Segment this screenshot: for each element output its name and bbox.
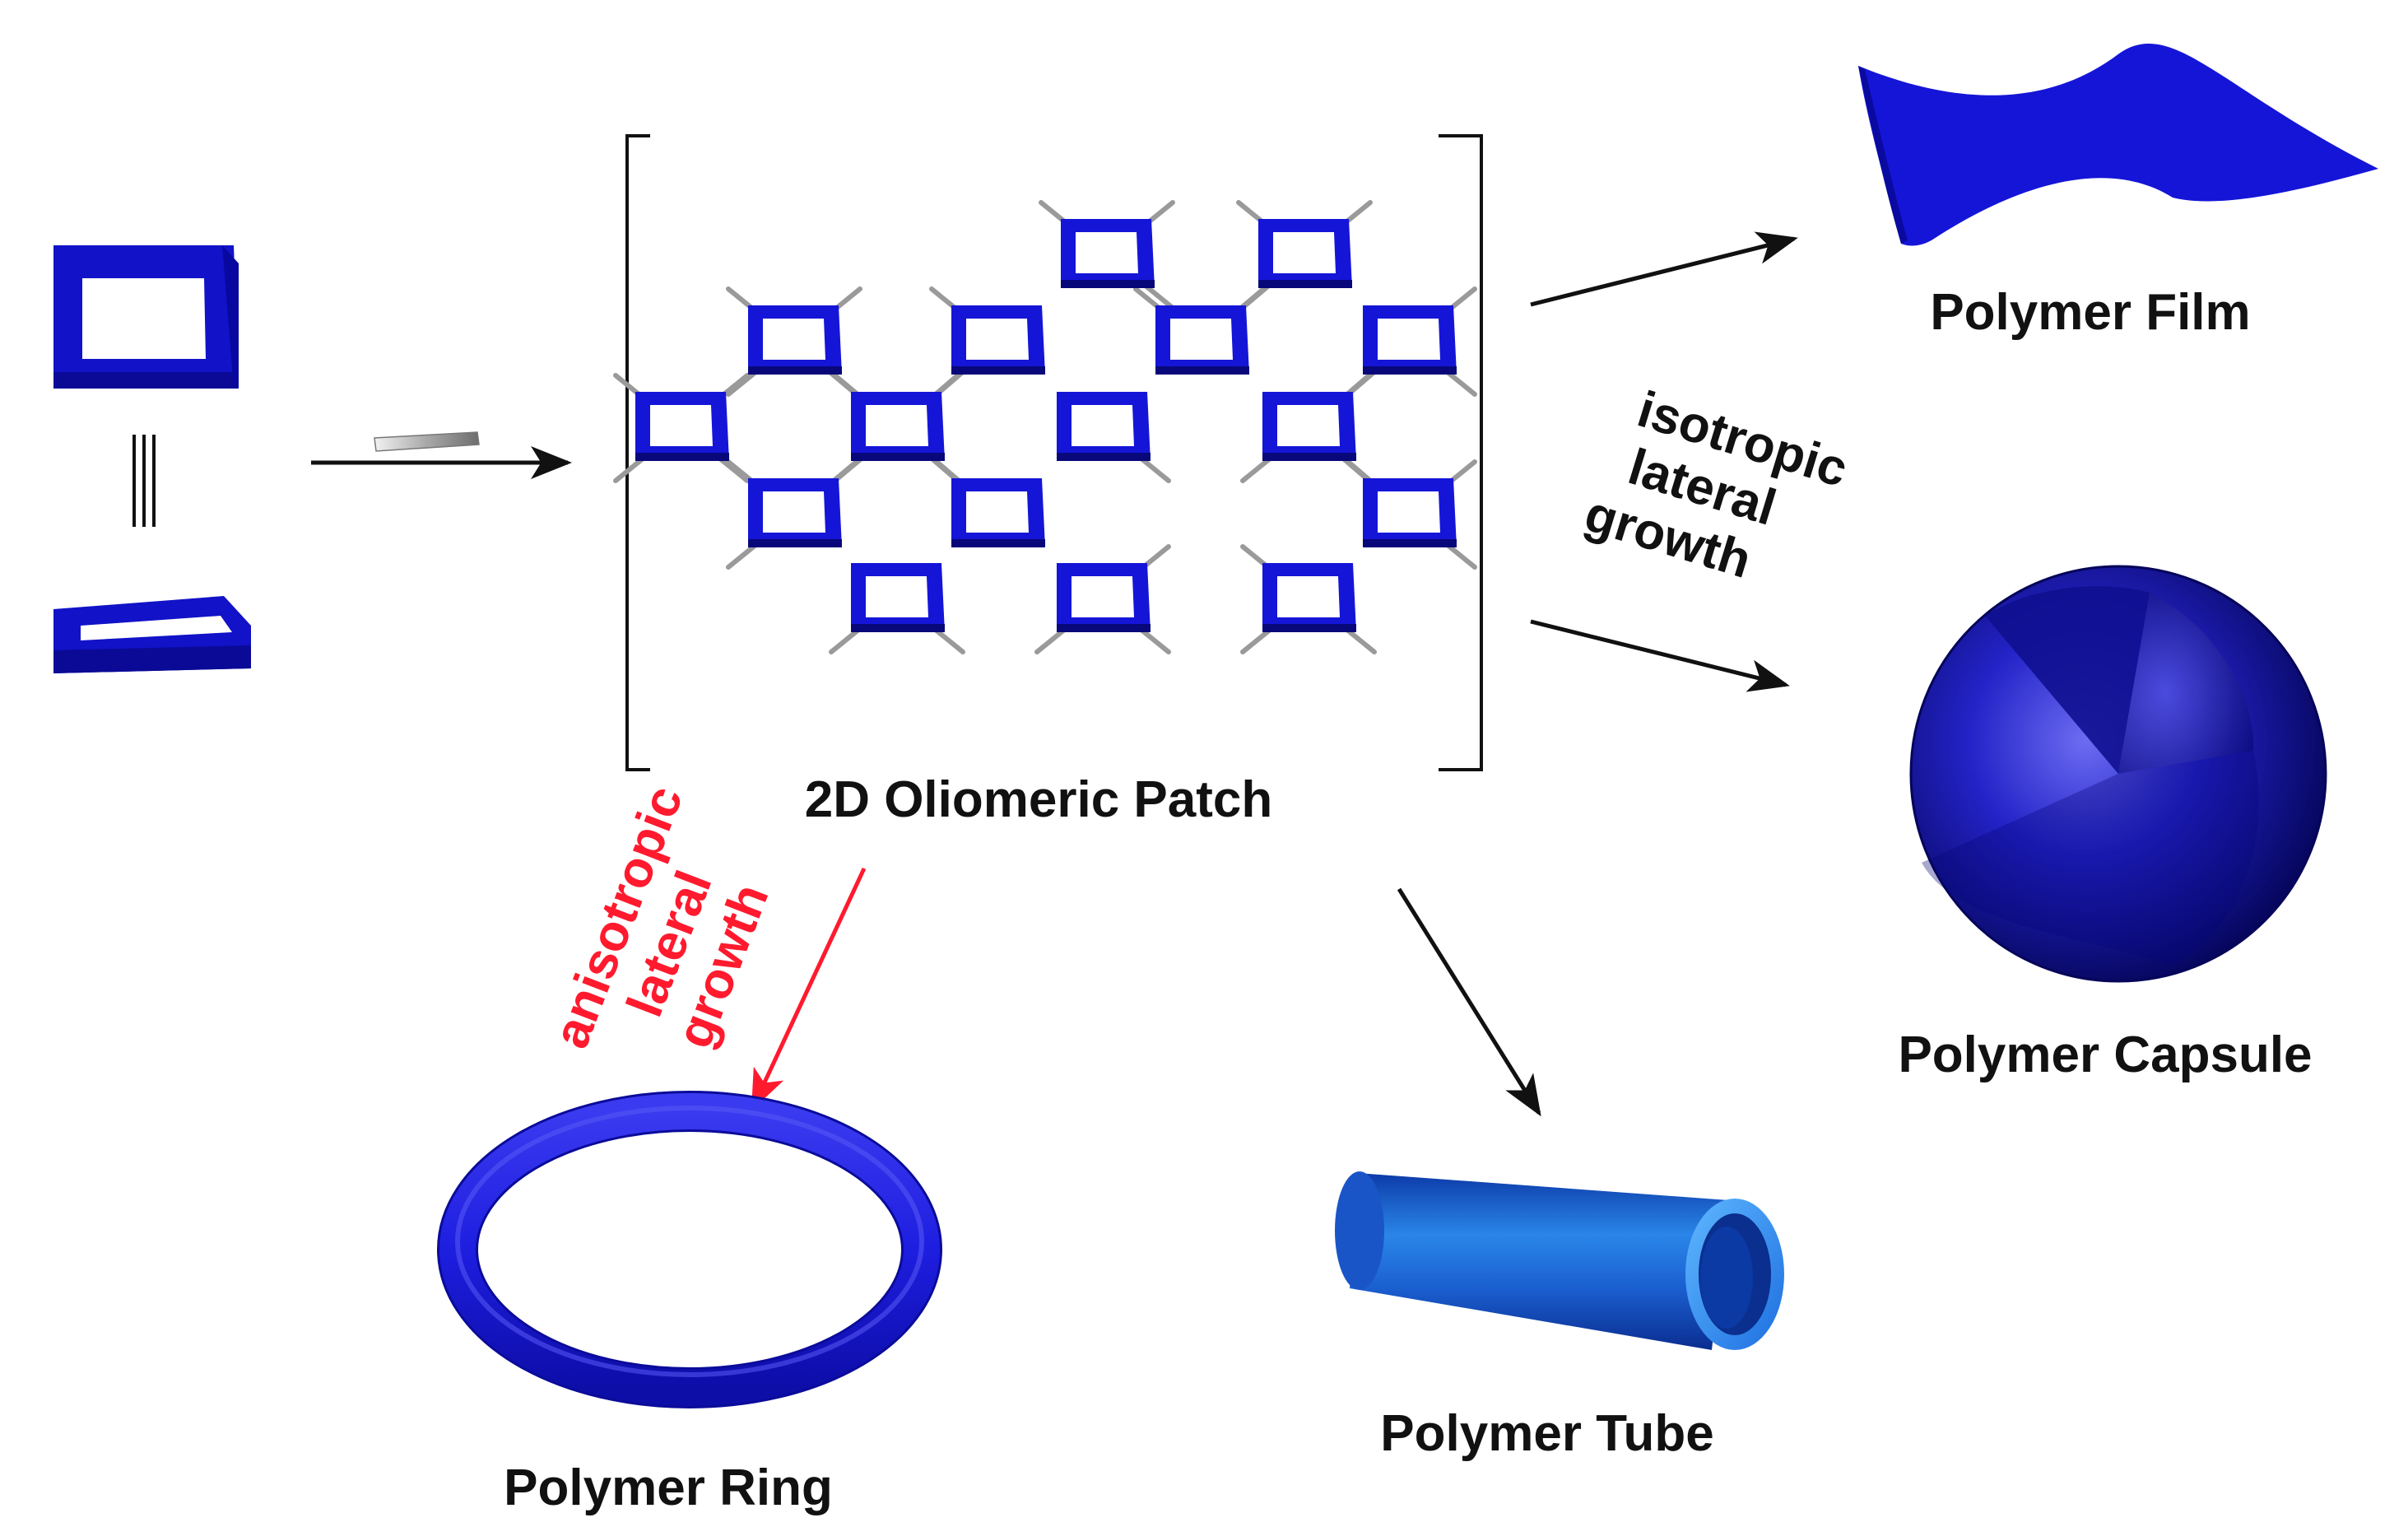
patch-linker	[1140, 457, 1171, 483]
film-label: Polymer Film	[1930, 284, 2250, 341]
patch-linker	[1140, 628, 1171, 654]
arrow-to-ring	[751, 867, 867, 1111]
patch-linker	[1034, 628, 1066, 654]
tube-label: Polymer Tube	[1380, 1405, 1713, 1462]
capsule-label: Polymer Capsule	[1898, 1027, 2312, 1083]
polymer-film-shape	[1858, 44, 2378, 246]
arrow-to-tube	[1397, 887, 1541, 1117]
patch-linker	[718, 457, 750, 483]
patch-linker	[934, 628, 965, 654]
oligomeric-patch-network	[613, 200, 1477, 654]
macrocycle-unit	[1258, 219, 1352, 288]
macrocycle-unit	[635, 392, 729, 461]
macrocycle-unit	[1155, 305, 1249, 375]
ring-label: Polymer Ring	[504, 1459, 833, 1516]
macrocycle-unit	[1061, 219, 1155, 288]
patch-linker	[613, 457, 644, 483]
monomer-top-view	[53, 245, 239, 389]
patch-label: 2D Oliomeric Patch	[805, 771, 1273, 828]
macrocycle-unit	[951, 305, 1045, 375]
patch-linker	[1446, 543, 1477, 570]
macrocycle-unit	[851, 563, 945, 632]
macrocycle-unit	[1262, 563, 1356, 632]
patch-linker	[1240, 628, 1271, 654]
monomer-side-view	[53, 596, 251, 673]
macrocycle-unit	[1363, 305, 1457, 375]
arrow-to-capsule	[1530, 619, 1790, 692]
polymer-tube-shape	[1335, 1171, 1784, 1350]
macrocycle-unit	[1057, 563, 1151, 632]
patch-linker	[1446, 370, 1477, 397]
macrocycle-unit	[748, 478, 842, 547]
equivalence-sign	[132, 435, 156, 527]
patch-linker	[726, 370, 757, 397]
patch-linker	[1144, 284, 1175, 310]
patch-linker	[1240, 457, 1271, 483]
polymer-capsule-shape	[1909, 565, 2327, 983]
macrocycle-unit	[1262, 392, 1356, 461]
arrow-to-film	[1530, 231, 1798, 307]
macrocycle-unit	[951, 478, 1045, 547]
isotropic-growth-label: isotropic lateral growth	[1578, 381, 1854, 589]
patch-linker	[829, 628, 860, 654]
patch-brackets	[625, 134, 1483, 771]
macrocycle-unit	[851, 392, 945, 461]
polymer-ring-shape	[437, 1091, 942, 1408]
anisotropic-growth-label: anisotropic lateral growth	[542, 779, 779, 1056]
patch-linker	[1346, 628, 1377, 654]
linker-reagent	[374, 431, 480, 452]
patch-linker	[726, 543, 757, 570]
macrocycle-unit	[1057, 392, 1151, 461]
macrocycle-unit	[1363, 478, 1457, 547]
macrocycle-unit	[748, 305, 842, 375]
